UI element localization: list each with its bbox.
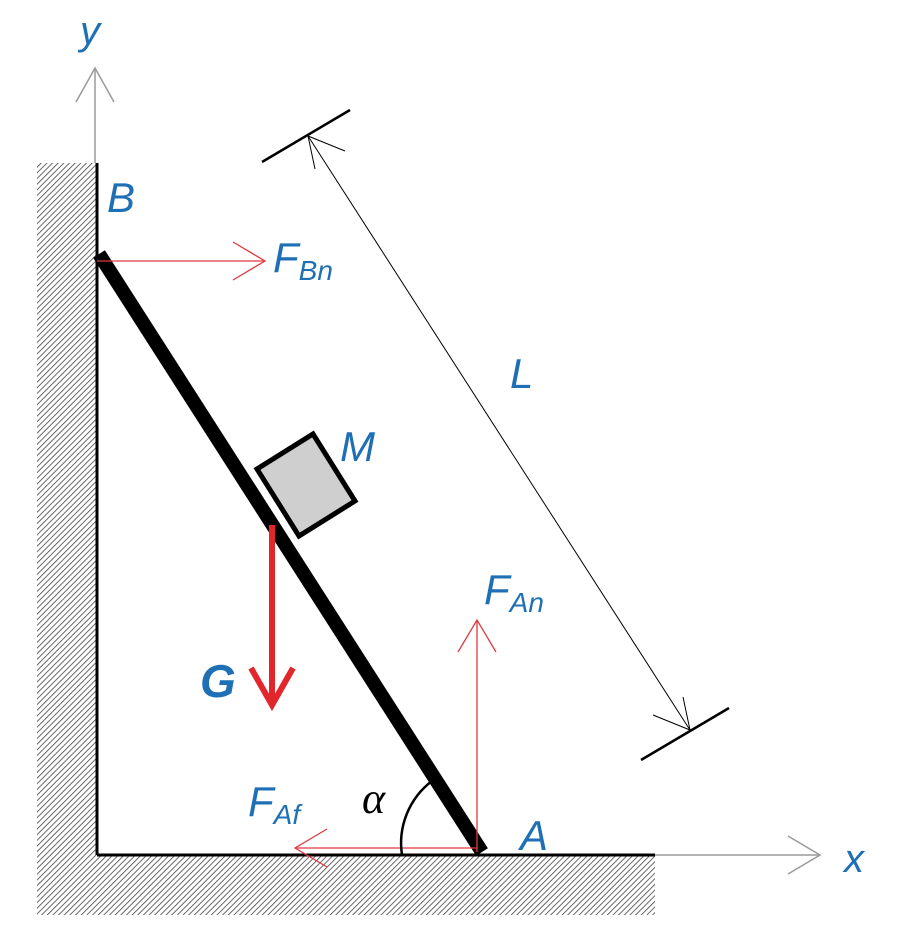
y-axis-arrowhead [75,66,115,103]
force-an-label: FAn [484,566,544,618]
wall-hatch [37,163,97,855]
angle-label: α [362,774,386,823]
length-tick-bottom [640,706,730,762]
x-axis-arrowhead [787,835,822,875]
mass-label: M [340,423,375,470]
force-af-label: FAf [248,778,303,830]
y-axis-label: y [77,9,103,53]
angle-arc [399,780,433,856]
point-a-label: A [517,812,548,859]
point-b-label: B [107,174,135,221]
length-arrowhead-bottom [652,696,691,731]
length-label: L [510,350,533,397]
force-an-arrowhead [457,618,497,653]
force-af-arrowhead [293,828,328,868]
length-arrowhead-top [307,135,346,170]
length-dimension-line [307,135,691,731]
x-axis-label: x [842,837,866,881]
mass-block [253,430,359,540]
ground-hatch [37,855,655,915]
force-bn-arrowhead [232,241,267,281]
gravity-arrowhead [248,666,296,712]
ladder [93,250,488,856]
gravity-label: G [200,655,236,707]
force-bn-label: FBn [273,234,333,286]
length-tick-top [261,108,351,164]
